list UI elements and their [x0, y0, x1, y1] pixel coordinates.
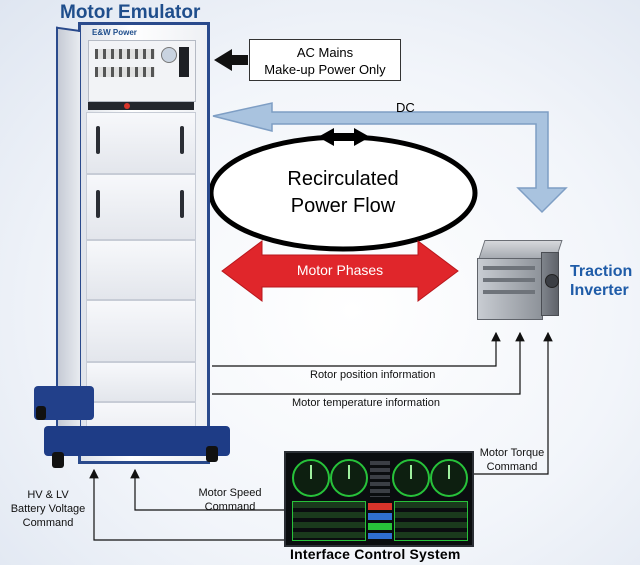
motor-torque-label: Motor Torque Command	[472, 446, 552, 474]
cabinet-door-3	[86, 362, 196, 402]
cabinet-door-1	[86, 240, 196, 300]
gauge-icon	[430, 459, 468, 497]
interface-control-system-label: Interface Control System	[290, 546, 461, 562]
rotor-position-label: Rotor position information	[310, 369, 436, 381]
battery-line2: Battery Voltage	[10, 503, 86, 515]
traction-inverter-label: Traction Inverter	[570, 262, 632, 300]
motor-speed-line1: Motor Speed	[198, 487, 262, 499]
control-panel	[88, 40, 196, 102]
gauge-icon	[330, 459, 368, 497]
ac-mains-callout: AC Mains Make-up Power Only	[249, 39, 401, 81]
traction-inverter-device	[477, 236, 563, 326]
battery-line1: HV & LV	[27, 489, 69, 501]
ac-mains-line2: Make-up Power Only	[264, 62, 386, 77]
handle-icon	[96, 190, 100, 218]
motor-emulator-title: Motor Emulator	[60, 2, 201, 23]
dc-power-arrow	[212, 102, 568, 214]
gauge-icon	[292, 459, 330, 497]
handle-icon	[96, 126, 100, 154]
caster-icon	[36, 406, 46, 420]
cabinet-door-2	[86, 300, 196, 362]
motor-temperature-label: Motor temperature information	[292, 397, 440, 409]
motor-phases-arrow	[221, 240, 459, 302]
recirculated-line1: Recirculated	[287, 168, 399, 190]
ac-mains-arrow	[214, 49, 248, 71]
dc-label: DC	[396, 100, 415, 115]
motor-speed-line2: Command	[204, 501, 256, 513]
recirculated-line2: Power Flow	[290, 195, 396, 217]
traction-line2: Inverter	[570, 282, 629, 299]
power-module-2	[86, 174, 196, 240]
interface-control-screen	[284, 451, 474, 547]
caster-icon	[206, 446, 218, 462]
power-module-1	[86, 112, 196, 174]
battery-voltage-label: HV & LV Battery Voltage Command	[2, 488, 94, 530]
cabinet-base-front	[44, 426, 230, 456]
handle-icon	[180, 190, 184, 218]
motor-torque-line1: Motor Torque	[479, 447, 545, 459]
motor-phases-label: Motor Phases	[296, 262, 384, 278]
traction-line1: Traction	[570, 263, 633, 280]
recirculated-arrowhead	[318, 128, 370, 146]
motor-speed-label: Motor Speed Command	[182, 486, 278, 514]
battery-line3: Command	[22, 517, 74, 529]
brand-logo: E&W Power	[92, 28, 137, 37]
motor-emulator-cabinet: E&W Power	[56, 22, 210, 464]
recirculated-power-flow-label: Recirculated Power Flow	[250, 166, 436, 220]
gauge-icon	[392, 459, 430, 497]
ac-mains-line1: AC Mains	[296, 45, 354, 60]
rack-strip	[88, 102, 194, 110]
motor-torque-line2: Command	[486, 461, 538, 473]
caster-icon	[52, 452, 64, 468]
handle-icon	[180, 126, 184, 154]
